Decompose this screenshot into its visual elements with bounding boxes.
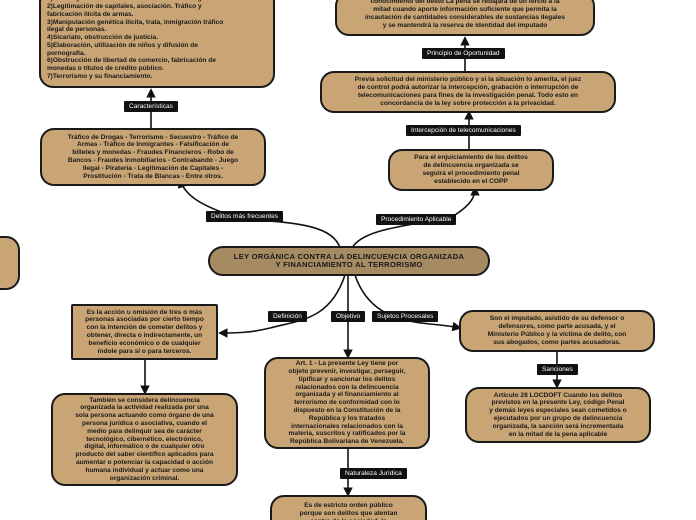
characteristics-list-node: 1)Tráfico y comercio ilícito de material… xyxy=(39,0,275,88)
connector-definicion xyxy=(218,274,346,338)
frequent-crimes-node: Tráfico de Drogas - Terrorismo - Secuest… xyxy=(40,128,266,186)
definition-text: Es la acción u omisión de tres o más per… xyxy=(85,308,204,355)
central-topic: LEY ORGÁNICA CONTRA LA DELINCUENCIA ORGA… xyxy=(208,246,490,276)
central-topic-title: LEY ORGÁNICA CONTRA LA DELINCUENCIA ORGA… xyxy=(233,252,465,269)
procedural-subjects-node: Son el imputado, asistido de su defensor… xyxy=(459,310,655,352)
opportunity-principle-text: conocimiento del delito La pena se rebaj… xyxy=(364,0,566,29)
label-intercepcion: Intercepción de telecomunicaciones xyxy=(406,125,521,136)
interception-node: Previa solicitud del ministerio público … xyxy=(320,71,616,113)
sanctions-node: Artículo 28 LOCDOFT Cuando los delitos p… xyxy=(465,387,651,443)
label-procedimiento: Procedimiento Aplicable xyxy=(376,214,457,225)
definition-node: Es la acción u omisión de tres o más per… xyxy=(71,304,218,360)
label-delitos-frecuentes: Delitos más frecuentes xyxy=(206,211,284,222)
label-objetivo: Objetivo xyxy=(331,311,366,322)
definition-extra-text: También se considera delincuencia organi… xyxy=(75,396,214,482)
offscreen-node xyxy=(0,236,20,290)
characteristics-list-text: 1)Tráfico y comercio ilícito de material… xyxy=(47,0,224,81)
connector-sujetos xyxy=(354,274,462,332)
label-caracteristicas: Características xyxy=(124,101,178,112)
label-definicion: Definición xyxy=(268,311,307,322)
legal-nature-node: Es de estricto orden público porque son … xyxy=(270,495,427,520)
frequent-crimes-text: Tráfico de Drogas - Terrorismo - Secuest… xyxy=(67,133,239,180)
label-sanciones: Sanciones xyxy=(537,364,578,375)
legal-nature-text: Es de estricto orden público porque son … xyxy=(299,502,398,520)
label-naturaleza: Naturaleza Jurídica xyxy=(340,468,407,479)
label-sujetos: Sujetos Procesales xyxy=(372,311,439,322)
sanctions-text: Artículo 28 LOCDOFT Cuando los delitos p… xyxy=(489,391,627,438)
interception-text: Previa solicitud del ministerio público … xyxy=(354,76,582,107)
objective-text: Art. 1 - La presente Ley tiene por objet… xyxy=(288,360,406,446)
definition-extra-node: También se considera delincuencia organi… xyxy=(51,393,238,486)
label-principio: Principio de Oportunidad xyxy=(422,48,505,59)
opportunity-principle-node: conocimiento del delito La pena se rebaj… xyxy=(335,0,595,36)
objective-node: Art. 1 - La presente Ley tiene por objet… xyxy=(264,357,430,449)
procedure-text: Para el enjuiciamiento de los delitos de… xyxy=(414,154,528,185)
procedural-subjects-text: Son el imputado, asistido de su defensor… xyxy=(487,315,627,346)
procedure-node: Para el enjuiciamiento de los delitos de… xyxy=(388,149,554,191)
